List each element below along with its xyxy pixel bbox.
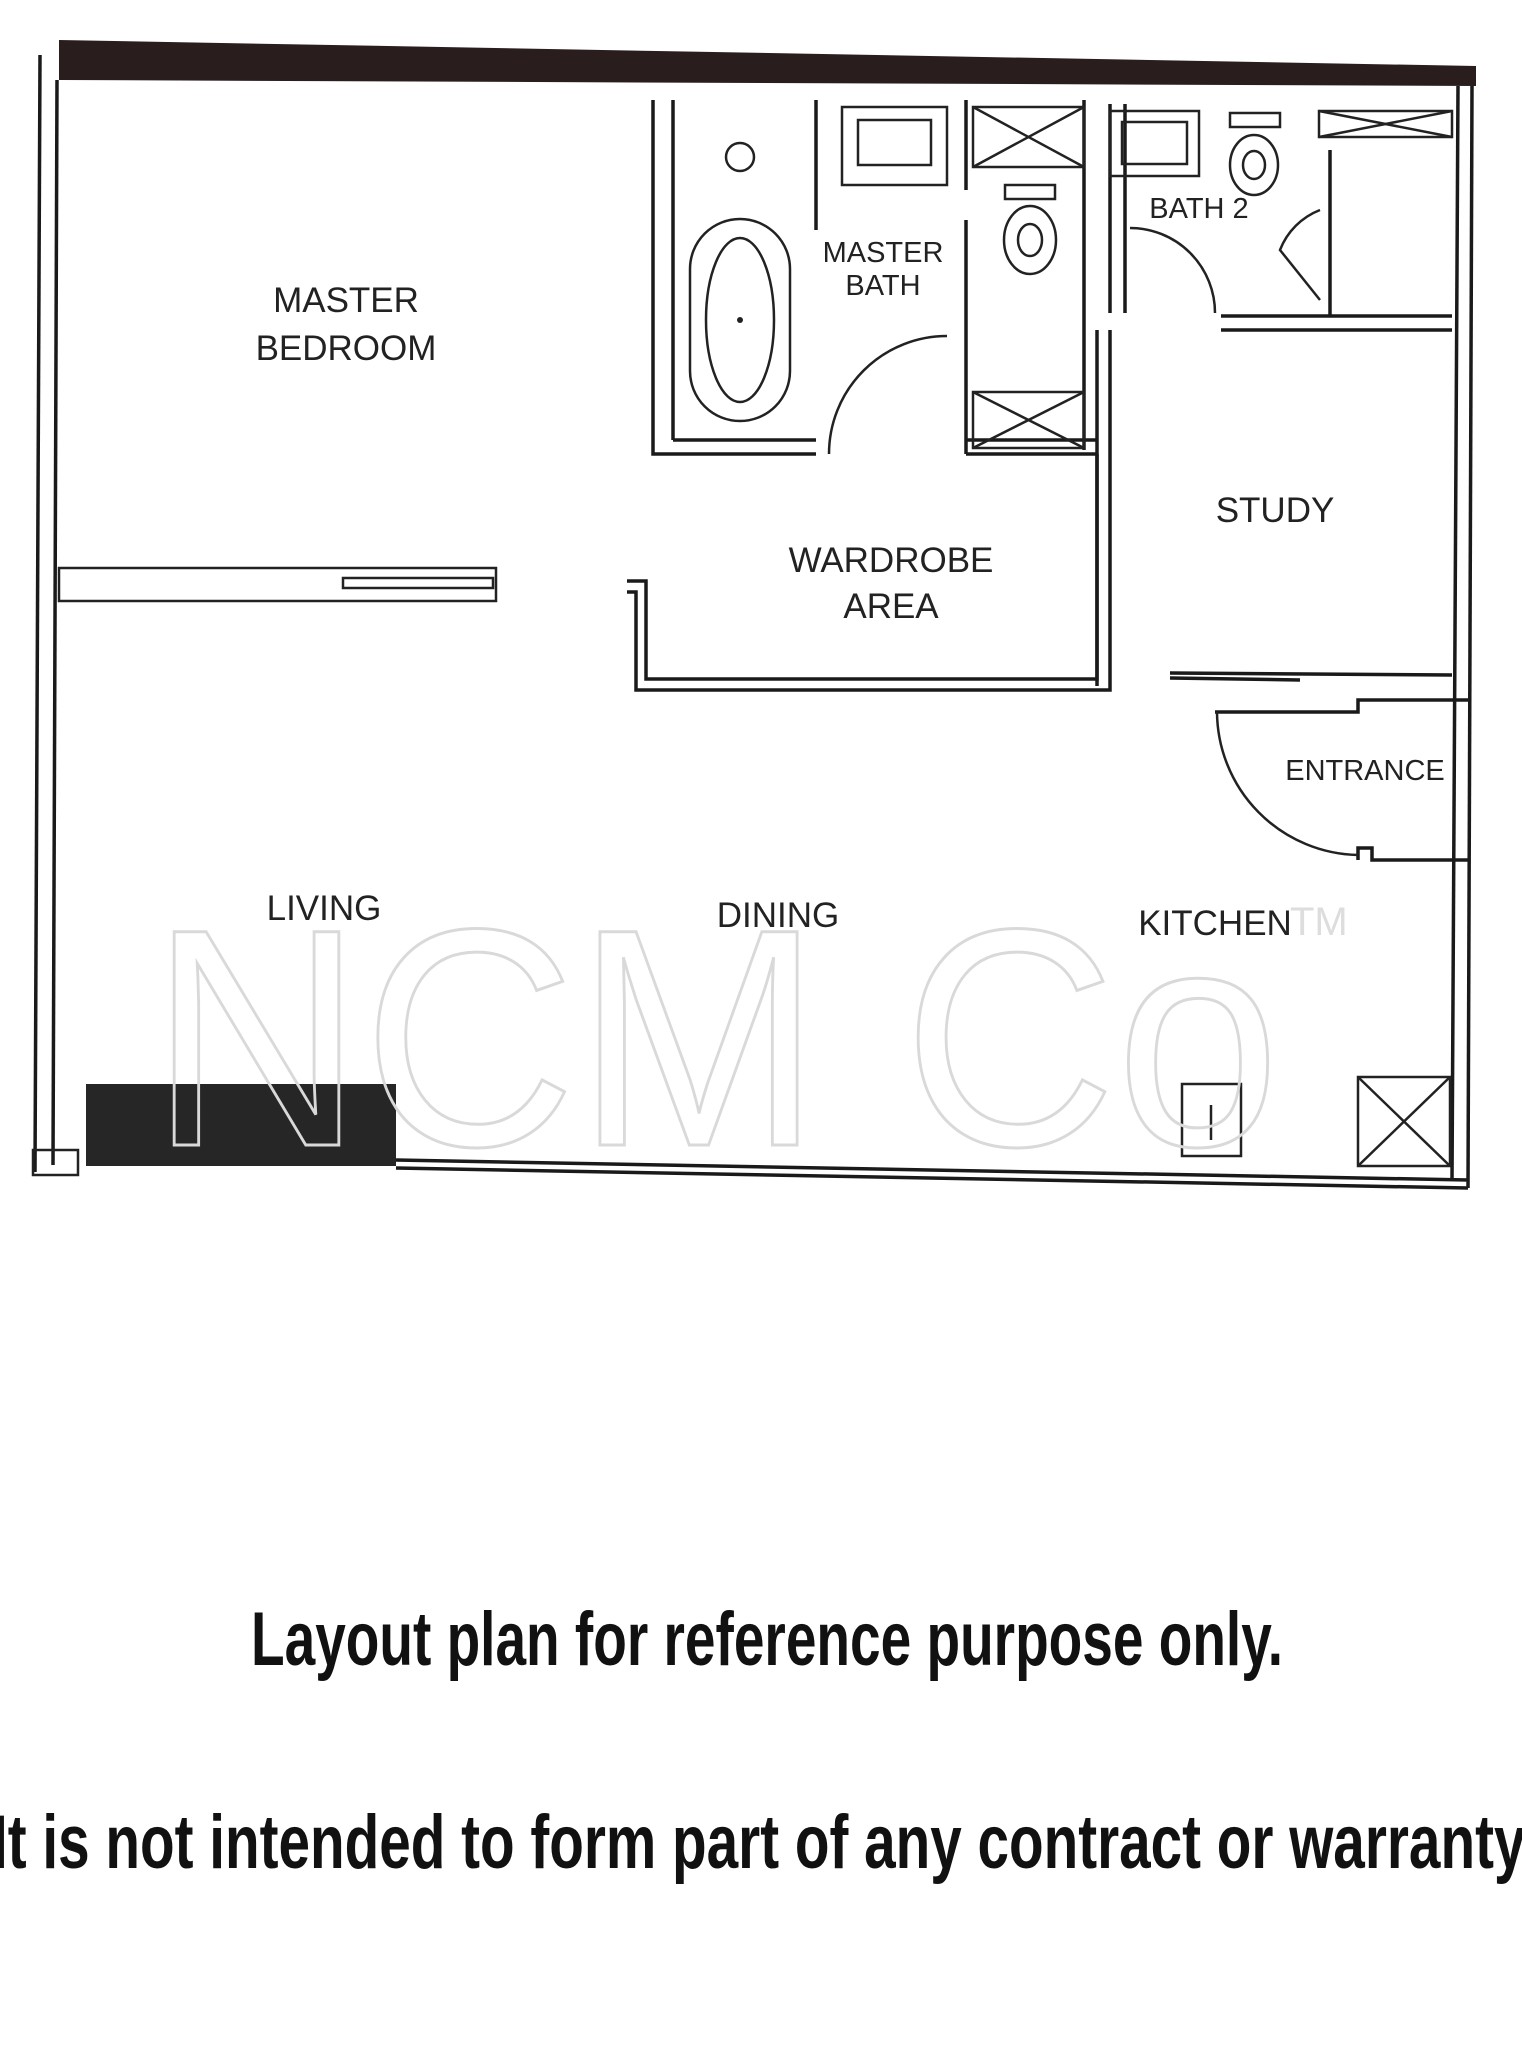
kitchen-sink (1180, 1082, 1243, 1158)
watermark-logo: NCM Co (150, 864, 1280, 1211)
label-dining: DINING (717, 896, 840, 935)
bath2-sink (1108, 109, 1201, 178)
column-block (86, 1084, 396, 1166)
label-kitchen: KITCHEN (1138, 904, 1292, 943)
master-bath-sink (840, 105, 949, 187)
master-toilet (1002, 183, 1058, 276)
entrance-door-arc (1215, 711, 1359, 857)
disclaimer-line1: Layout plan for reference purpose only. (251, 1597, 1283, 1682)
watermark-tm: TM (1290, 900, 1348, 944)
bathtub (688, 141, 792, 423)
label-master-bedroom-2: BEDROOM (256, 329, 437, 368)
study-walls (1095, 330, 1453, 686)
top-beam (59, 40, 1476, 86)
entrance-walls (1215, 698, 1468, 862)
master-bath-door-arc (827, 334, 948, 455)
shaft-box (971, 105, 1454, 1168)
label-study: STUDY (1216, 491, 1335, 530)
label-master-bath-1: MASTER (823, 237, 944, 269)
label-bath2: BATH 2 (1149, 193, 1248, 225)
disclaimer-line2: It is not intended to form part of any c… (0, 1800, 1522, 1885)
label-wardrobe-1: WARDROBE (789, 541, 994, 580)
label-wardrobe-2: AREA (843, 587, 939, 626)
outer-walls (31, 54, 1474, 1190)
bath2-toilet (1228, 111, 1282, 197)
label-master-bath-2: BATH (845, 270, 920, 302)
wardrobe-wall-inner (627, 330, 1112, 692)
label-master-bedroom-1: MASTER (273, 281, 419, 320)
label-entrance: ENTRANCE (1285, 755, 1445, 787)
bath2-walls (1108, 104, 1452, 332)
bedroom-partition (57, 566, 498, 603)
label-living: LIVING (267, 889, 382, 928)
